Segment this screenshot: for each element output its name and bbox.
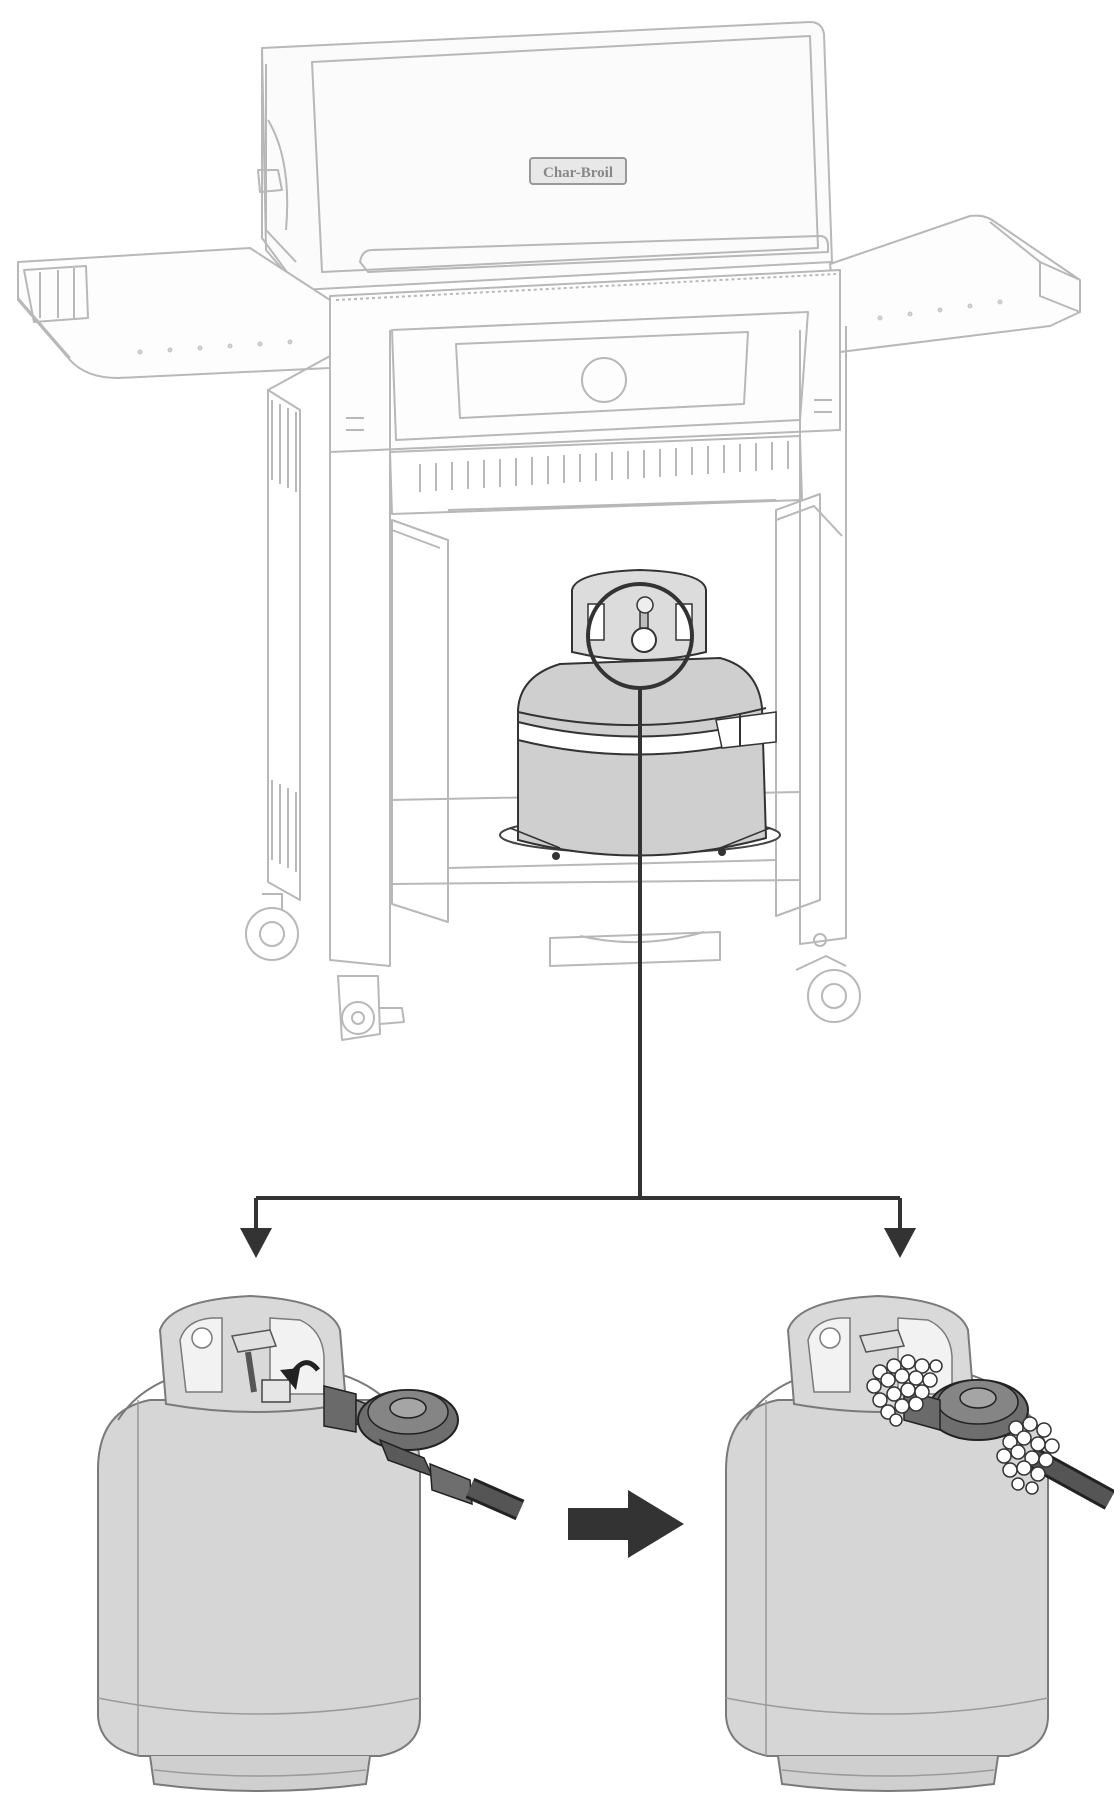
grill-lid [261,21,833,291]
leader-line [256,688,900,1200]
soap-bubbles-icon-2 [996,1416,1060,1495]
vent-slots [419,441,789,492]
brand-logo-text: Char-Broil [543,165,613,181]
cook-box [329,269,841,515]
right-arrow-icon [568,1490,684,1558]
right-side-shelf [829,214,1081,353]
left-side-shelf [17,247,331,379]
callout [254,582,902,1238]
soap-bubbles-icon [866,1354,943,1427]
down-arrow-right-icon [884,1228,916,1258]
step-connect-regulator [97,1294,525,1792]
brand-logo: Char-Broil [529,157,627,185]
grill: Char-Broil [17,21,1081,1041]
wheels [245,893,861,1041]
down-arrow-left-icon [240,1228,272,1258]
step-leak-test [725,1294,1114,1792]
